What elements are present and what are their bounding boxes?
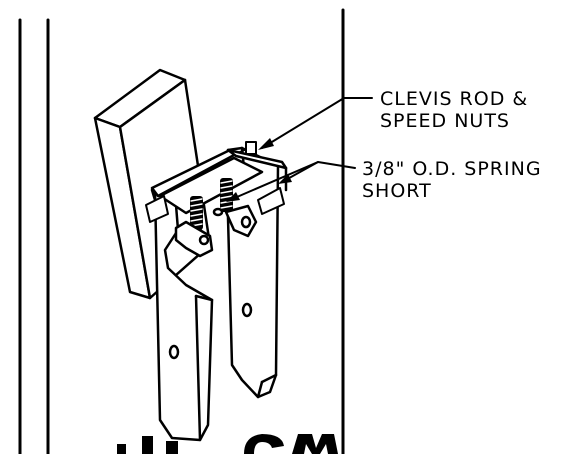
frame-lines [18,8,345,454]
leader-spring-arrow-1 [226,192,240,202]
leader-spring-arrow-2 [278,174,292,184]
callout-spring: 3/8" O.D. SPRING SHORT [362,158,542,202]
clevis-rod [239,141,257,155]
callout-spring-line1: 3/8" O.D. SPRING [362,158,542,180]
callout-clevis-rod: CLEVIS ROD & SPEED NUTS [380,88,528,132]
leader-clevis [261,97,373,149]
latch-plate [174,204,258,258]
speed-nuts [145,187,285,223]
callout-clevis-line2: SPEED NUTS [380,110,510,132]
top-crossbar [150,148,288,215]
callout-spring-line2: SHORT [362,180,432,202]
leader-clevis-arrow [258,138,274,150]
callout-clevis-line1: CLEVIS ROD & [380,88,529,110]
cropped-heading-marks [117,434,338,454]
